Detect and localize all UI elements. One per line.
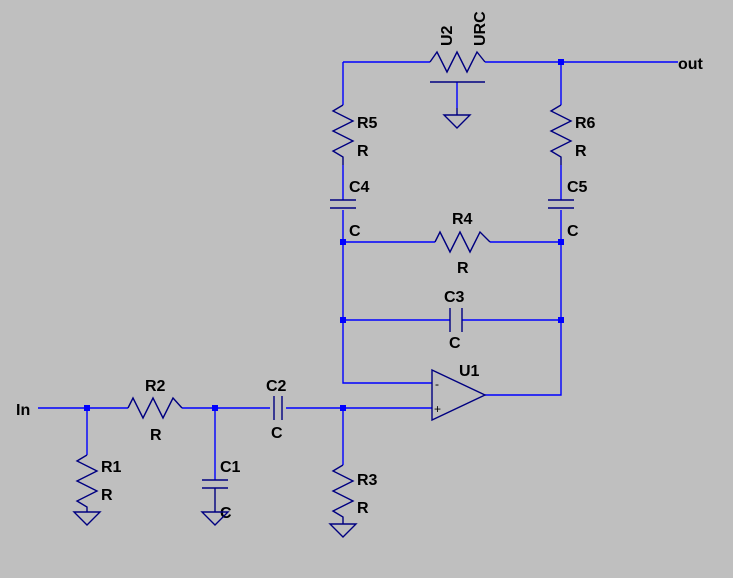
u1-ref: U1 — [459, 363, 480, 380]
opamp-u1[interactable]: - + U1 — [431, 363, 487, 422]
r6-ref: R6 — [575, 115, 596, 132]
u2-value: URC — [472, 11, 489, 46]
resistor-r6[interactable]: R6 R — [549, 104, 596, 165]
capacitor-c5[interactable]: C5 C — [548, 179, 588, 240]
c4-ref: C4 — [349, 179, 370, 196]
junctions — [84, 59, 564, 411]
r1-ref: R1 — [101, 459, 122, 476]
c4-value: C — [349, 223, 361, 240]
r4-ref: R4 — [452, 211, 473, 228]
c5-ref: C5 — [567, 179, 588, 196]
wires — [38, 61, 678, 480]
net-label-in: In — [16, 402, 30, 419]
resistor-r1[interactable]: R1 R — [75, 454, 122, 512]
u1-plus: + — [434, 402, 441, 416]
r4-value: R — [457, 260, 469, 277]
junction-dot — [84, 405, 90, 411]
ground-icon — [200, 511, 230, 526]
u1-minus: - — [435, 377, 439, 391]
r3-value: R — [357, 500, 369, 517]
resistor-r4[interactable]: R4 R — [434, 211, 491, 277]
resistor-r3[interactable]: R3 R — [331, 464, 378, 524]
junction-dot — [340, 239, 346, 245]
c1-ref: C1 — [220, 459, 241, 476]
urc-line-u2[interactable]: U2 URC — [429, 11, 489, 83]
ground-icon — [328, 523, 358, 538]
capacitor-c3[interactable]: C3 C — [444, 289, 465, 352]
resistor-r2[interactable]: R2 R — [127, 378, 183, 444]
capacitor-c4[interactable]: C4 C — [330, 179, 370, 240]
r5-value: R — [357, 143, 369, 160]
r2-value: R — [150, 427, 162, 444]
r5-ref: R5 — [357, 115, 378, 132]
r3-ref: R3 — [357, 472, 378, 489]
r2-ref: R2 — [145, 378, 166, 395]
junction-dot — [340, 317, 346, 323]
c2-ref: C2 — [266, 378, 287, 395]
junction-dot — [212, 405, 218, 411]
junction-dot — [558, 317, 564, 323]
r1-value: R — [101, 487, 113, 504]
junction-dot — [558, 59, 564, 65]
resistor-r5[interactable]: R5 R — [331, 104, 378, 165]
c2-value: C — [271, 425, 283, 442]
c5-value: C — [567, 223, 579, 240]
junction-dot — [558, 239, 564, 245]
capacitor-c2[interactable]: C2 C — [266, 378, 287, 442]
net-label-out: out — [678, 56, 704, 73]
c3-ref: C3 — [444, 289, 465, 306]
ground-icon — [442, 108, 472, 129]
ground-icon — [72, 511, 102, 526]
junction-dot — [340, 405, 346, 411]
c3-value: C — [449, 335, 461, 352]
u2-ref: U2 — [439, 25, 456, 46]
r6-value: R — [575, 143, 587, 160]
